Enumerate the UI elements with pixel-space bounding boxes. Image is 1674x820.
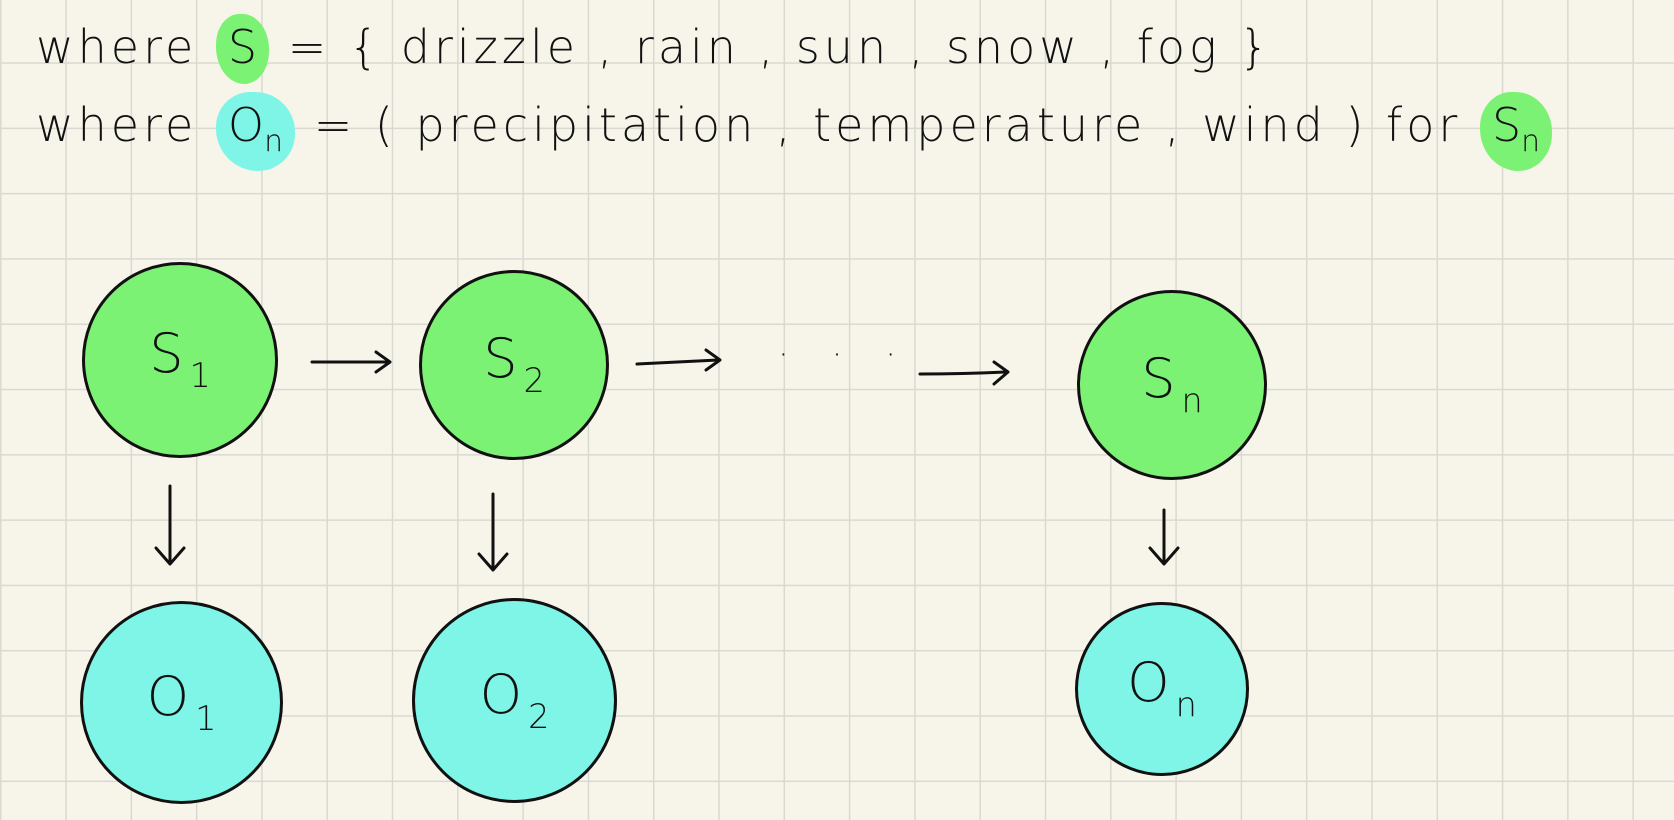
emission-arrow-s2-o2 (477, 492, 509, 572)
emission-arrow-s1-o1 (154, 484, 186, 566)
emission-arrow-sn-on (1148, 508, 1180, 566)
transition-arrow-dots-sn (918, 360, 1010, 386)
observation-definition: where On = ( precipitation , temperature… (36, 92, 1553, 172)
for-state-variable: S (1491, 98, 1522, 152)
state-variable: S (227, 20, 258, 74)
observation-tuple: ( precipitation , temperature , wind ) f… (374, 98, 1462, 152)
ellipsis: · · · (778, 335, 913, 375)
state-set: { drizzle , rain , sun , snow , fog } (348, 20, 1273, 74)
state-set-definition: where S = { drizzle , rain , sun , snow … (36, 14, 1273, 84)
equals-sign-2: = (313, 98, 357, 152)
for-state-variable-sub: n (1521, 124, 1541, 160)
transition-arrow-s2-dots (635, 348, 722, 372)
observation-variable-highlight: On (215, 92, 296, 172)
where-label-1: where (36, 20, 198, 74)
observation-variable: O (227, 98, 265, 152)
where-label-2: where (36, 98, 198, 152)
observation-variable-sub: n (264, 124, 284, 160)
transition-arrow-s1-s2 (310, 350, 392, 374)
state-variable-highlight: S (215, 14, 270, 84)
equals-sign-1: = (287, 20, 331, 74)
for-state-highlight: Sn (1479, 92, 1553, 172)
